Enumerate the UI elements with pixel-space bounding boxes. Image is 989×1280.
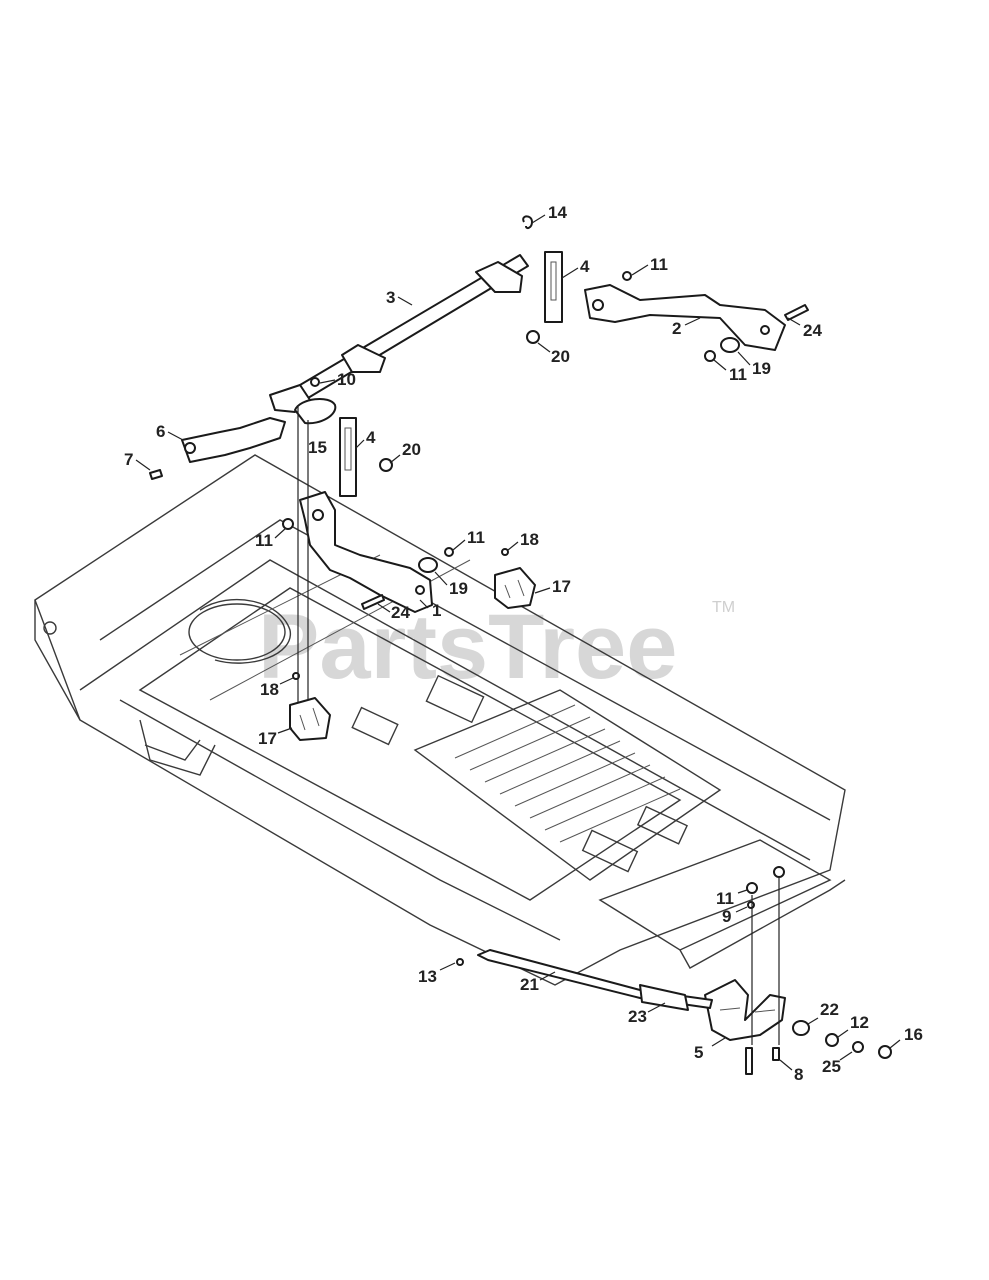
part-23-grip [639,984,689,1011]
part-11-nut-mid [444,547,454,557]
part-24-bolt-right [784,304,809,321]
hardware [149,271,892,1075]
callout-11-upper: 11 [650,255,668,274]
part-19-washer-right [720,337,740,353]
callout-2: 2 [672,319,681,338]
callout-18-left: 18 [260,680,279,699]
part-11-nut-lower-b [773,866,785,878]
callout-11-lower: 11 [716,889,734,908]
part-16-cap [878,1045,892,1059]
part-20-bolt-upper [526,330,540,344]
callout-11-mid: 11 [467,528,485,547]
callout-6: 6 [156,422,165,441]
callout-14: 14 [548,203,567,222]
part-11-nut-upper [622,271,632,281]
callout-22: 22 [820,1000,839,1019]
part-4-link-lower [339,417,357,497]
part-5-bracket [704,979,786,1041]
part-11-nut-lower [746,882,758,894]
part-11-nut-right [704,350,716,362]
watermark: PartsTree TM [258,596,735,698]
part-17-bracket-left [289,697,331,741]
part-19-washer-left [418,557,438,573]
callout-11-left: 11 [255,531,273,550]
callout-4-lower: 4 [366,428,376,447]
callout-11-right: 11 [729,365,747,384]
part-9-washer [747,901,755,909]
callout-20-lower: 20 [402,440,421,459]
part-8-bolt-b [772,1047,780,1061]
callout-18-right: 18 [520,530,539,549]
watermark-tm: TM [712,599,735,616]
callout-13: 13 [418,967,437,986]
part-4-link-upper [544,251,563,323]
callout-19-right: 19 [752,359,771,378]
callout-17-right: 17 [552,577,571,596]
callout-7: 7 [124,450,133,469]
part-3-shaft [299,254,529,399]
part-11-nut-left [282,518,294,530]
callout-12: 12 [850,1013,869,1032]
part-14-clip [522,215,533,230]
callout-20-upper: 20 [551,347,570,366]
callout-15: 15 [308,438,327,457]
callout-25: 25 [822,1057,841,1076]
callout-24-right: 24 [803,321,822,340]
part-1-lift-arm [299,491,433,613]
callout-3: 3 [386,288,395,307]
callout-8: 8 [794,1065,803,1084]
part-7-bolt [149,469,163,480]
part-2-lift-arm [584,284,786,351]
part-12-nut [825,1033,839,1047]
callout-24-left: 24 [391,603,410,622]
part-8-bolt-a [745,1047,753,1075]
part-10-bolt [310,377,320,387]
part-13-pin [456,958,464,966]
part-17-bracket-right [494,567,536,609]
callout-16: 16 [904,1025,923,1044]
callout-17-left: 17 [258,729,277,748]
part-25-nut [852,1041,864,1053]
watermark-text: PartsTree [258,596,677,698]
part-22-washer [792,1020,810,1036]
callout-19-left: 19 [449,579,468,598]
part-20-bolt-lower [379,458,393,472]
callout-21: 21 [520,975,539,994]
callout-1: 1 [432,601,441,620]
part-6-lever [181,384,311,463]
callout-23: 23 [628,1007,647,1026]
part-15-cam [294,398,337,425]
callout-10: 10 [337,370,356,389]
part-24-bolt-left [361,594,385,610]
alignment-lines [297,405,780,1045]
callout-9: 9 [722,907,731,926]
leader-lines [135,214,901,1071]
callout-5: 5 [694,1043,703,1062]
callout-4-upper: 4 [580,257,590,276]
part-18-screw-right [501,548,509,556]
callout-labels: 14 4 11 3 24 2 20 11 19 10 6 15 4 20 7 1… [124,203,923,1084]
